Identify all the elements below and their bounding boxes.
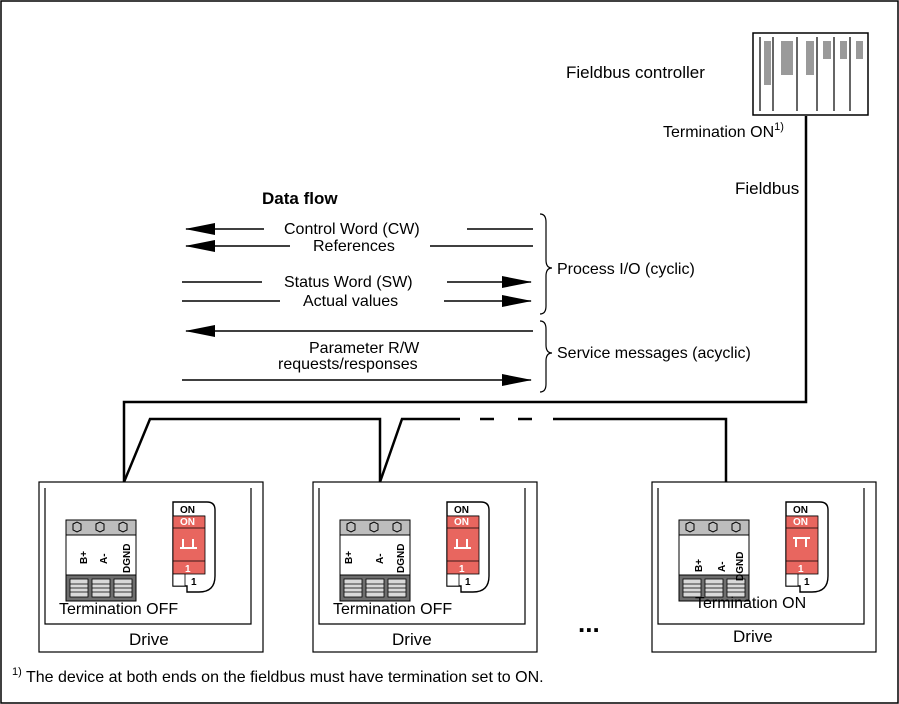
switch-one-red-label: 1 xyxy=(798,564,804,575)
drive-3: B+ A- DGND ON ON 1 1 Termination ON Driv… xyxy=(651,481,877,653)
pin-dgnd: DGND xyxy=(396,544,407,573)
requests-responses-label: requests/responses xyxy=(278,356,418,373)
service-messages-label: Service messages (acyclic) xyxy=(557,345,751,362)
switch-one-label: 1 xyxy=(191,577,197,588)
fieldbus-controller-label: Fieldbus controller xyxy=(566,63,705,82)
switch-one-red-label: 1 xyxy=(185,564,191,575)
status-word-label: Status Word (SW) xyxy=(284,274,413,291)
dip-switch-lever xyxy=(793,537,810,547)
fieldbus-label: Fieldbus xyxy=(735,179,799,198)
pin-a-minus: A- xyxy=(717,561,728,572)
drive-2: B+ A- DGND ON ON 1 1 Termination OFF Dri… xyxy=(312,481,538,653)
footnote: 1) The device at both ends on the fieldb… xyxy=(12,666,544,686)
drive-1: B+ A- DGND ON ON 1 1 Termination OFF Dri… xyxy=(38,481,264,653)
termination-label: Termination ON xyxy=(695,595,806,612)
switch-one-label: 1 xyxy=(804,577,810,588)
pin-b-plus: B+ xyxy=(694,559,705,572)
parameter-rw-label: Parameter R/W xyxy=(309,340,420,357)
pin-b-plus: B+ xyxy=(79,551,90,564)
switch-one-label: 1 xyxy=(465,577,471,588)
pin-b-plus: B+ xyxy=(344,551,355,564)
service-messages-brace xyxy=(539,320,553,393)
fieldbus-cable xyxy=(122,116,808,483)
data-flow-title: Data flow xyxy=(262,189,338,208)
pin-a-minus: A- xyxy=(99,553,110,564)
drive-label: Drive xyxy=(733,627,773,646)
switch-on-label: ON xyxy=(793,505,808,516)
dip-switch-lever xyxy=(180,539,197,549)
drive-label: Drive xyxy=(392,630,432,649)
switch-on-red-label: ON xyxy=(180,517,195,528)
controller-termination-label: Termination ON1) xyxy=(663,121,784,141)
switch-on-red-label: ON xyxy=(793,517,808,528)
pin-a-minus: A- xyxy=(375,553,386,564)
termination-label: Termination OFF xyxy=(59,601,178,618)
dip-switch-lever xyxy=(454,539,471,549)
process-io-brace xyxy=(539,213,553,315)
control-word-label: Control Word (CW) xyxy=(284,221,420,238)
termination-label: Termination OFF xyxy=(333,601,452,618)
more-drives-ellipsis: ... xyxy=(578,608,600,638)
switch-one-red-label: 1 xyxy=(459,564,465,575)
drive-label: Drive xyxy=(129,630,169,649)
switch-on-red-label: ON xyxy=(454,517,469,528)
switch-on-label: ON xyxy=(180,505,195,516)
pin-dgnd: DGND xyxy=(735,552,746,581)
data-flow-arrows xyxy=(182,223,533,386)
pin-dgnd: DGND xyxy=(122,544,133,573)
process-io-label: Process I/O (cyclic) xyxy=(557,261,695,278)
references-label: References xyxy=(313,238,395,255)
actual-values-label: Actual values xyxy=(303,293,398,310)
fieldbus-controller-icon xyxy=(752,32,869,116)
switch-on-label: ON xyxy=(454,505,469,516)
